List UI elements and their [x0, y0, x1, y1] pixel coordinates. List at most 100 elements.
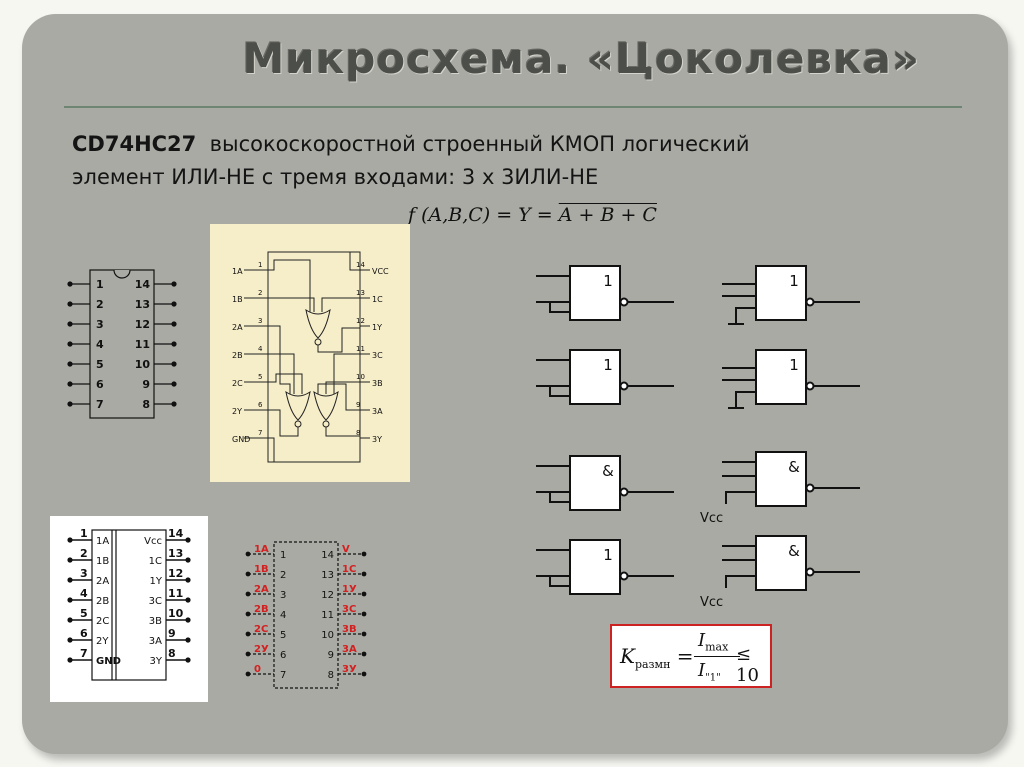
dip-pin-number: 4: [96, 338, 104, 351]
fanout-relation: ≤ 10: [736, 644, 759, 686]
nor-bubble-2: [294, 420, 302, 428]
dip-pin-dot: [67, 321, 73, 327]
boxed-pin-number: 14: [168, 527, 184, 540]
fanout-numerator: Imax: [698, 630, 729, 654]
red-pin-dot: [361, 591, 367, 597]
nor-gate-2: [285, 390, 311, 421]
boxed-pin-dot: [185, 637, 191, 643]
boxed-pin-label: 2B: [96, 596, 109, 607]
dip-pin-dot: [67, 301, 73, 307]
red-pin-dot: [245, 551, 251, 557]
boxed-pin-label: GND: [96, 656, 121, 667]
logic-gate-symbol: 1: [722, 265, 860, 325]
boxed-pin-label: 3A: [149, 636, 162, 647]
red-pin-number: 7: [280, 670, 286, 681]
red-pin-number: 3: [280, 590, 286, 601]
red-pin-label: 1A: [254, 544, 269, 555]
nor-bubble-1: [314, 338, 322, 346]
red-pin-label: 1У: [342, 584, 357, 595]
dip-pin-dot: [171, 301, 177, 307]
dip-pin-dot: [67, 361, 73, 367]
dip-pin-number: 11: [135, 338, 150, 351]
schematic-pin-number: 8: [356, 429, 360, 437]
gate-function-label: &: [602, 462, 614, 480]
red-pin-number: 11: [321, 610, 334, 621]
red-pin-number: 6: [280, 650, 286, 661]
dip-pin-number: 14: [135, 278, 151, 291]
red-pin-number: 9: [328, 650, 334, 661]
boxed-pin-number: 5: [80, 607, 88, 620]
schematic-pin-number: 3: [258, 317, 262, 325]
schematic-pin-number: 7: [258, 429, 262, 437]
red-pin-dot: [245, 651, 251, 657]
boxed-pin-label: 1C: [149, 556, 162, 567]
nor-bubble-3: [322, 420, 330, 428]
red-pin-label: 2C: [254, 624, 268, 635]
boxed-pin-number: 13: [168, 547, 183, 560]
schematic-pin-label: 1A: [232, 267, 243, 276]
logic-gate-symbol: 1: [536, 265, 674, 321]
schematic-pin-label: 2B: [232, 351, 243, 360]
formula-lhs: f (A,B,C) = Y =: [408, 204, 559, 226]
boxed-pin-dot: [185, 537, 191, 543]
boxed-pin-number: 2: [80, 547, 88, 560]
red-pin-label: 3A: [342, 644, 357, 655]
boxed-pin-dot: [185, 557, 191, 563]
chip-name: CD74HC27: [72, 132, 197, 156]
title-divider: [64, 106, 962, 108]
red-pin-number: 2: [280, 570, 286, 581]
dip-pin-number: 13: [135, 298, 150, 311]
boxed-pin-dot: [67, 617, 73, 623]
dip-pin-number: 10: [135, 358, 151, 371]
dip-pin-number: 12: [135, 318, 150, 331]
dip-pin-dot: [67, 281, 73, 287]
schematic-pin-number: 10: [356, 373, 365, 381]
dip-pin-number: 8: [142, 398, 150, 411]
boxed-pin-number: 1: [80, 527, 88, 540]
nor-gate-1: [305, 308, 331, 339]
red-pin-dot: [361, 651, 367, 657]
schematic-pin-number: 14: [356, 261, 365, 269]
desc-line-1: высокоскоростной строенный КМОП логическ…: [209, 132, 750, 156]
gate-function-label: &: [788, 458, 800, 476]
gate-function-label: 1: [789, 272, 799, 290]
dip-pin-dot: [67, 381, 73, 387]
dip-pin-number: 6: [96, 378, 104, 391]
dip-notch: [113, 269, 131, 279]
logic-gate-symbol: 1: [536, 349, 674, 405]
schematic-pin-number: 4: [258, 345, 263, 353]
red-pin-label: 3У: [342, 664, 357, 675]
red-pin-number: 10: [321, 630, 334, 641]
boxed-pin-label: 1A: [96, 536, 109, 547]
boxed-pin-dot: [67, 537, 73, 543]
boxed-pin-label: 2A: [96, 576, 109, 587]
boxed-pin-dot: [67, 657, 73, 663]
red-pin-number: 5: [280, 630, 286, 641]
red-pin-dot: [245, 591, 251, 597]
schematic-pin-number: 2: [258, 289, 262, 297]
logic-gate-symbol: &: [536, 455, 674, 511]
red-pinout-diagram: 1A11B22A32B42C52У607V141C131У123C113B103…: [245, 541, 367, 689]
red-pin-dot: [245, 671, 251, 677]
schematic-pin-label: 1Y: [372, 323, 382, 332]
logic-gate-symbol: &Vcc: [700, 535, 860, 610]
fanout-k: Kразмн =: [620, 644, 694, 671]
fraction-bar: [694, 656, 740, 657]
red-pin-label: 1B: [254, 564, 269, 575]
boxed-pin-label: 2Y: [96, 636, 109, 647]
boxed-pin-number: 12: [168, 567, 183, 580]
schematic-pin-label: 1B: [232, 295, 243, 304]
schematic-pin-label: 3C: [372, 351, 383, 360]
boxed-pin-number: 8: [168, 647, 176, 660]
boxed-pin-dot: [185, 577, 191, 583]
red-pin-label: 0: [254, 664, 261, 675]
schematic-pin-number: 6: [258, 401, 263, 409]
red-pin-label: 2У: [254, 644, 269, 655]
boxed-pin-label: 3B: [149, 616, 162, 627]
boxed-pin-label: Vcc: [144, 536, 162, 547]
schematic-pin-number: 12: [356, 317, 365, 325]
gate-function-label: 1: [603, 272, 613, 290]
